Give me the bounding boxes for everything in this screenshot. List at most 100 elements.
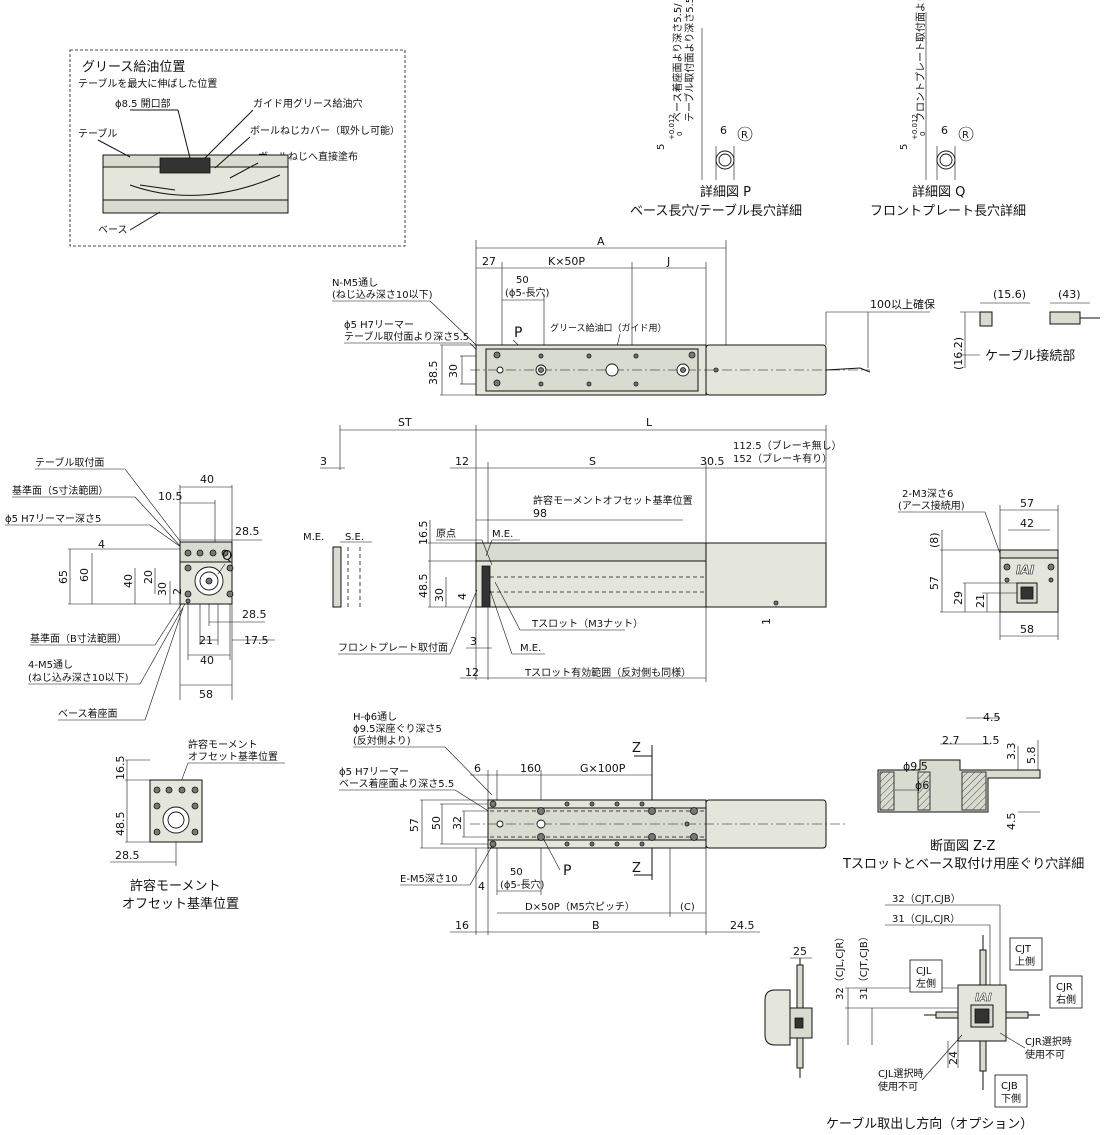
grease-guide-label: ガイド用グリース給油穴: [253, 97, 363, 110]
rear-57: 57: [1020, 497, 1034, 510]
cableopt-24: 24: [947, 1051, 960, 1065]
top-nm5b: (ねじ込み深さ10以下): [332, 289, 433, 301]
grease-base-label: ベース: [98, 224, 128, 236]
side-me3: M.E.: [520, 643, 541, 654]
front-20: 20: [142, 570, 155, 584]
section-45: 4.5: [983, 711, 1001, 724]
bottom-z2: Z: [632, 861, 641, 876]
detail-p-depth1: ベース着座面より深さ5.5/: [671, 3, 684, 122]
detail-q-six: 6: [941, 124, 948, 137]
cableopt-cjb2: 下側: [1001, 1092, 1021, 1105]
cable-option: 32（CJT,CJB） 31（CJL,CJR） 32（CJL,CJR） 31（C…: [764, 893, 1083, 1132]
side-tslot: Tスロット（M3ナット）: [531, 618, 643, 630]
side-12: 12: [455, 455, 469, 468]
grease-opening-label: ϕ8.5 開口部: [115, 97, 171, 110]
front-21: 21: [199, 634, 213, 647]
bottom-view: H-ϕ6通し ϕ9.5深座ぐり深さ5 (反対側より) ϕ5 H7リーマー ベース…: [339, 711, 845, 935]
rear-view: 2-M3深さ6 (アース接続用) 57 42 IAI (8) 57 29 21 …: [898, 488, 1059, 640]
bottom-50b: 50: [510, 867, 523, 878]
grease-cover-label: ボールねじカバー（取外し可能）: [250, 124, 400, 137]
side-3: 3: [320, 455, 327, 468]
side-305: 30.5: [700, 455, 725, 468]
side-brake1: 112.5（ブレーキ無し）: [733, 439, 842, 452]
cableopt-cjl: CJL: [916, 966, 932, 977]
side-98: 98: [533, 507, 547, 520]
top-a: A: [597, 235, 605, 248]
top-kx50p: K×50P: [548, 255, 585, 268]
detail-p: 5 +0.012 0 ベース着座面より深さ5.5/ テーブル取付面より深さ5.5…: [630, 0, 802, 219]
cable-162: (16.2): [952, 337, 965, 370]
top-long: (ϕ5-長穴): [505, 286, 549, 299]
front-105: 10.5: [158, 490, 183, 503]
detail-q-r: R: [962, 130, 969, 141]
front-table-mount: テーブル取付面: [35, 456, 104, 469]
section-p95: ϕ9.5: [903, 760, 928, 773]
side-12b: 12: [465, 666, 479, 679]
bottom-em5: E-M5深さ10: [400, 873, 458, 885]
side-s: S: [589, 455, 596, 468]
rear-8: (8): [928, 532, 941, 548]
side-l: L: [646, 416, 653, 429]
top-50: 50: [516, 275, 529, 286]
rear-logo: IAI: [1016, 563, 1035, 577]
top-view: A 27 K×50P J 50 (ϕ5-長穴) N-M5通し (ねじ込み深さ10…: [332, 235, 935, 396]
bottom-h2: ϕ9.5深座ぐり深さ5: [353, 722, 442, 735]
cableopt-cjrsel2: 使用不可: [1025, 1048, 1065, 1061]
front-reamer: ϕ5 H7リーマー深さ5: [5, 513, 101, 525]
side-view: ST L 3 12 S 30.5 112.5（ブレーキ無し） 152（ブレーキ有…: [303, 416, 842, 682]
cableopt-25: 25: [793, 945, 807, 958]
side-moment: 許容モーメントオフセット基準位置: [533, 494, 693, 507]
cableopt-31: 31（CJL,CJR）: [892, 913, 960, 925]
detail-q-five: 5: [899, 144, 910, 150]
side-485: 48.5: [417, 574, 430, 599]
detail-p-five: 5: [656, 144, 667, 150]
top-clear: 100以上確保: [870, 297, 935, 311]
front-ref-s: 基準面（S寸法範囲）: [12, 484, 108, 497]
front-175: 17.5: [244, 634, 269, 647]
cableopt-cjb: CJB: [1001, 1081, 1018, 1092]
rear-42: 42: [1020, 517, 1034, 530]
section-desc: Tスロットとベース取付け用座ぐり穴詳細: [842, 856, 1084, 872]
bottom-r1: ϕ5 H7リーマー: [339, 767, 409, 778]
front-40b: 40: [122, 574, 135, 588]
bottom-p: P: [563, 863, 571, 879]
bottom-h3: (反対側より): [353, 734, 411, 747]
front-m5a: 4-M5通し: [28, 659, 73, 671]
detail-q: 5 +0.012 0 フロントプレート取付面より深さ5 6 R 詳細図 Q フロ…: [870, 0, 1026, 219]
bottom-dx50p: D×50P（M5穴ピッチ）: [525, 900, 635, 913]
front-58: 58: [199, 688, 213, 701]
side-origin: 原点: [436, 528, 456, 540]
bottom-16: 16: [455, 919, 469, 932]
bottom-245: 24.5: [730, 919, 755, 932]
front-60: 60: [78, 568, 91, 582]
front-285: 28.5: [235, 525, 260, 538]
side-se: S.E.: [345, 532, 364, 543]
side-165: 16.5: [417, 521, 430, 546]
cableopt-cjt2: 上側: [1015, 955, 1035, 968]
cableopt-caption: ケーブル取出し方向（オプション）: [826, 1116, 1033, 1132]
moment-285: 28.5: [115, 849, 140, 862]
front-base-seat: ベース着座面: [58, 707, 118, 720]
bottom-r2: ベース着座面より深さ5.5: [339, 777, 454, 790]
bottom-long: (ϕ5-長穴): [500, 878, 544, 891]
section-58: 5.8: [1025, 747, 1038, 765]
grease-position-panel: グリース給油位置 テーブルを最大に伸ばした位置 ϕ8.5 開口部 ガイド用グリー…: [69, 49, 406, 247]
detail-p-depth2: テーブル取付面より深さ5.5: [683, 0, 696, 122]
detail-q-depth: フロントプレート取付面より深さ5: [914, 0, 927, 122]
bottom-h1: H-ϕ6通し: [353, 711, 397, 723]
bottom-32: 32: [451, 816, 464, 830]
moment-t1: 許容モーメント: [188, 738, 258, 751]
detail-q-desc: フロントプレート長穴詳細: [870, 203, 1026, 219]
detail-p-tol0: 0: [676, 132, 684, 136]
bottom-160: 160: [520, 762, 541, 775]
moment-cap2: オフセット基準位置: [122, 896, 239, 912]
section-45b: 4.5: [1005, 813, 1018, 831]
top-reamer2: テーブル取付面より深さ5.5: [344, 330, 469, 343]
front-m5b: (ねじ込み深さ10以下): [28, 672, 129, 684]
top-30: 30: [447, 364, 460, 378]
rear-58: 58: [1020, 623, 1034, 636]
front-40c: 40: [200, 654, 214, 667]
detail-p-tol: +0.012: [668, 114, 676, 140]
bottom-c: (C): [680, 902, 695, 913]
